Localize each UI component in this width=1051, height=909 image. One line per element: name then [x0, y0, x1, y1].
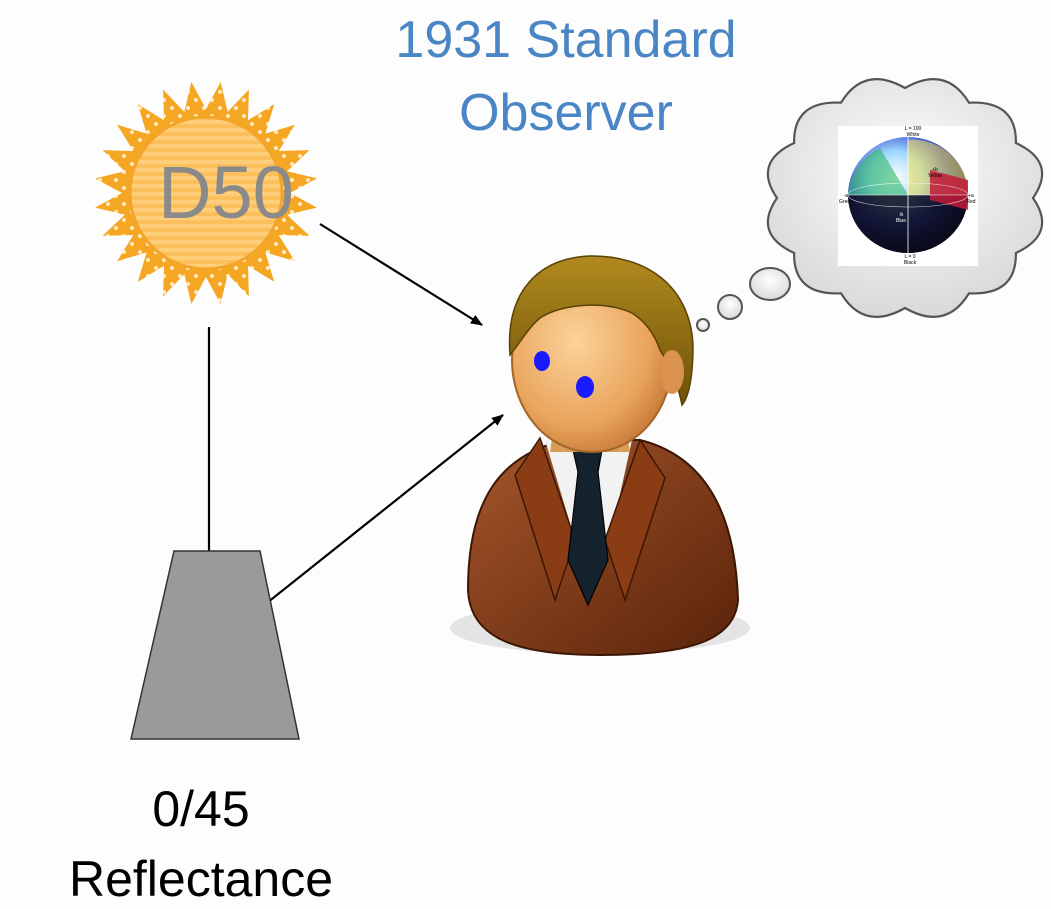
diagram-title-line2: Observer [459, 84, 673, 142]
arrow-illuminant-to-observer [319, 223, 483, 326]
inset-yellow-label: +b [932, 167, 938, 173]
sun-icon [95, 82, 317, 304]
color-space-inset: L = 100 White +b Yellow -a Green +a Red … [838, 126, 978, 266]
measurement-label: Reflectance [69, 851, 333, 907]
inset-blue-label: -b [899, 212, 904, 218]
observer-icon [450, 255, 750, 657]
sample-shape [130, 550, 300, 740]
inset-right-sub: Red [966, 199, 975, 205]
inset-left-label: -a [844, 193, 849, 199]
inset-bottom-label: L = 0 [904, 254, 915, 260]
inset-left-sub: Green [839, 199, 853, 205]
observer-left-eye [534, 351, 550, 371]
inset-top-sub: White [907, 132, 920, 138]
arrow-sample-to-observer [242, 414, 504, 623]
inset-blue-sub: Blue [896, 218, 906, 224]
illuminant-label: D50 [158, 151, 294, 234]
inset-bottom-sub: Black [904, 260, 917, 266]
inset-top-label: L = 100 [905, 126, 922, 132]
diagram-title-line1: 1931 Standard [395, 11, 736, 69]
inset-right-label: +a [968, 193, 974, 199]
geometry-label: 0/45 [152, 781, 249, 837]
inset-yellow-sub: Yellow [928, 173, 943, 179]
observer-right-eye [576, 376, 594, 398]
